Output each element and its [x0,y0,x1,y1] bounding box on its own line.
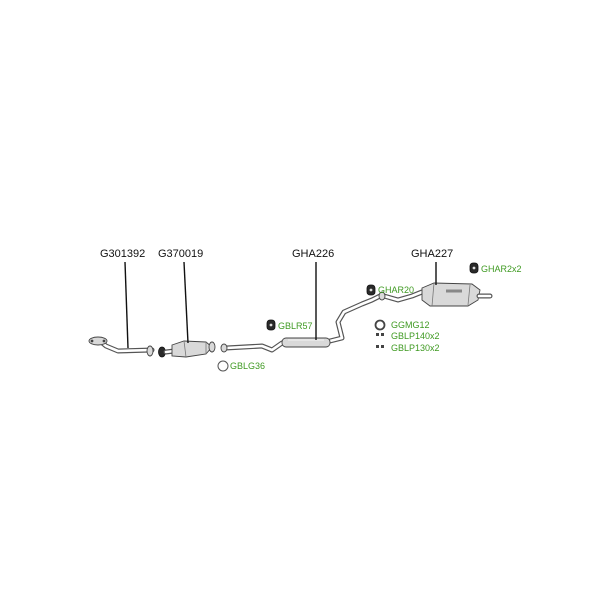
accessory-label-gblr57[interactable]: GBLR57 [278,321,313,331]
bolt-icon [376,333,384,336]
gasket-ring-icon [374,319,386,331]
catalyst-label[interactable]: G370019 [158,248,203,260]
leader-line [183,261,189,344]
accessory-label-gblp140x2[interactable]: GBLP140x2 [391,331,440,341]
exhaust-pipe-line [223,289,425,353]
leader-line [124,261,129,349]
middle-silencer-part[interactable] [220,337,331,353]
front-pipe-label[interactable]: G301392 [100,248,145,260]
accessory-label-ghar2x2[interactable]: GHAR2x2 [481,264,522,274]
accessory-label-gblg36[interactable]: GBLG36 [230,361,265,371]
accessory-label-ghar20[interactable]: GHAR20 [378,285,414,295]
front-pipe-part[interactable] [88,336,155,357]
middle-silencer-label[interactable]: GHA226 [292,248,334,260]
rubber-mount-icon [266,319,276,331]
rubber-mount-icon [469,262,479,274]
rear-silencer-label[interactable]: GHA227 [411,248,453,260]
gasket-ring-icon [217,360,229,372]
rear-silencer-part[interactable] [378,282,493,307]
bolt-icon [376,345,384,348]
catalyst-part[interactable] [158,340,216,358]
accessory-label-ggmg12[interactable]: GGMG12 [391,320,430,330]
rubber-mount-icon [366,284,376,296]
accessory-label-gblp130x2[interactable]: GBLP130x2 [391,343,440,353]
